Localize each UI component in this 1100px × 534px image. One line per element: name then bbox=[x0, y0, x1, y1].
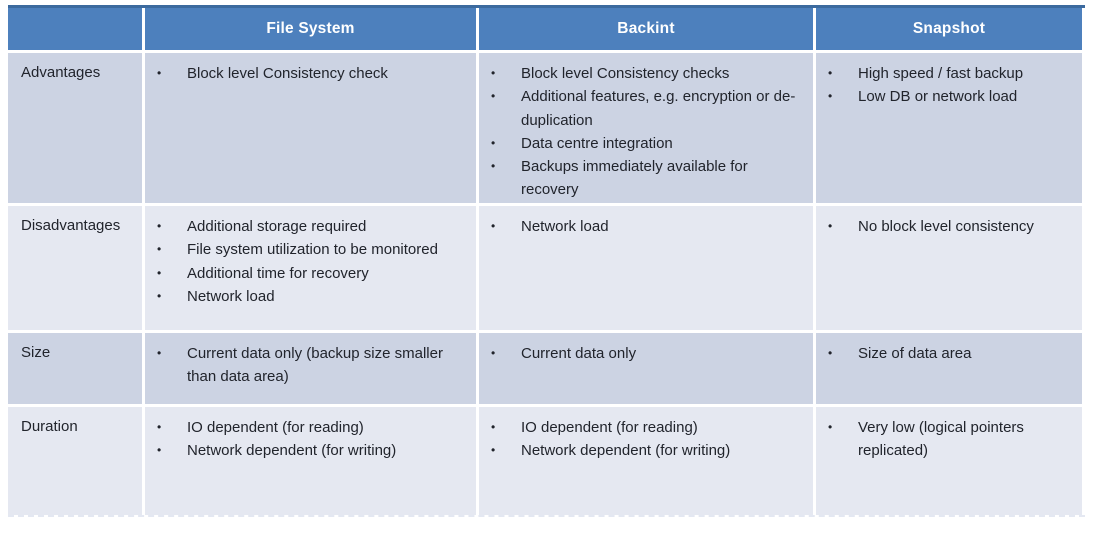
bullet-list: • IO dependent (for reading) • Network depe… bbox=[488, 416, 803, 463]
corner-header-cell bbox=[8, 8, 142, 50]
bullet-item: • Additional storage required bbox=[154, 215, 466, 238]
bullet-text: Size of data area bbox=[858, 345, 972, 362]
bullet-item: • Current data only (backup size smaller … bbox=[154, 342, 466, 389]
bullet-text: Network dependent (for writing) bbox=[521, 442, 731, 460]
bullet-glyph: • bbox=[157, 265, 162, 280]
bullet-glyph: • bbox=[828, 219, 833, 233]
bullet-text: Block level Consistency check bbox=[187, 65, 388, 82]
bullet-text: Network dependent (for writing) bbox=[187, 442, 397, 460]
bullet-text: IO dependent (for reading) bbox=[521, 419, 698, 436]
bullet-glyph: • bbox=[157, 443, 162, 458]
bullet-glyph: • bbox=[828, 89, 833, 104]
cell-disadvantages-backint: • Network load bbox=[479, 206, 813, 330]
row-label-disadvantages: Disadvantages bbox=[8, 206, 142, 330]
bullet-text: IO dependent (for reading) bbox=[187, 419, 364, 436]
bullet-text: Additional storage required bbox=[187, 218, 367, 235]
bullet-item: • Additional features, e.g. encryption or… bbox=[488, 85, 803, 132]
bullet-item: • No block level consistency bbox=[825, 215, 1072, 238]
bullet-text: Network load bbox=[521, 218, 609, 235]
bullet-glyph: • bbox=[491, 89, 496, 104]
bullet-list: • Block level Consistency check bbox=[154, 62, 466, 85]
column-header-backint: Backint bbox=[479, 8, 813, 50]
bullet-item: • File system utilization to be monitored bbox=[154, 238, 466, 261]
bullet-list: • Network load bbox=[488, 215, 803, 238]
bullet-glyph: • bbox=[157, 346, 162, 360]
bullet-text: No block level consistency bbox=[858, 218, 1034, 235]
bullet-list: • Block level Consistency checks • Addition… bbox=[488, 62, 803, 202]
cell-size-file-system: • Current data only (backup size smaller … bbox=[145, 333, 476, 404]
bullet-item: • Data centre integration bbox=[488, 132, 803, 155]
bullet-glyph: • bbox=[491, 219, 496, 233]
bullet-item: • Current data only bbox=[488, 342, 803, 365]
bullet-text: High speed / fast backup bbox=[858, 65, 1024, 82]
bullet-item: • Block level Consistency checks bbox=[488, 62, 803, 85]
bullet-item: • IO dependent (for reading) bbox=[488, 416, 803, 439]
cell-duration-snapshot: • Very low (logical pointers replicated) bbox=[816, 407, 1082, 515]
bullet-glyph: • bbox=[491, 66, 496, 80]
bullet-glyph: • bbox=[157, 288, 162, 303]
bullet-glyph: • bbox=[157, 219, 162, 233]
cell-duration-backint: • IO dependent (for reading) • Network depe… bbox=[479, 407, 813, 515]
bullet-list: • Size of data area bbox=[825, 342, 1072, 365]
bullet-glyph: • bbox=[157, 420, 162, 434]
bullet-list: • IO dependent (for reading) • Network depe… bbox=[154, 416, 466, 463]
bullet-item: • Size of data area bbox=[825, 342, 1072, 365]
bullet-text: Backups immediately available for recove… bbox=[521, 158, 748, 199]
bullet-text: Current data only (backup size smaller t… bbox=[187, 345, 443, 386]
bullet-item: • Network dependent (for writing) bbox=[154, 439, 466, 462]
cell-advantages-file-system: • Block level Consistency check bbox=[145, 53, 476, 203]
bullet-glyph: • bbox=[491, 420, 496, 434]
column-header-snapshot: Snapshot bbox=[816, 8, 1082, 50]
cell-disadvantages-snapshot: • No block level consistency bbox=[816, 206, 1082, 330]
column-header-label: Snapshot bbox=[912, 20, 986, 37]
bullet-list: • High speed / fast backup • Low DB or netw… bbox=[825, 62, 1072, 109]
bullet-text: Block level Consistency checks bbox=[521, 65, 730, 82]
bullet-item: • Backups immediately available for recov… bbox=[488, 155, 803, 202]
bullet-text: Additional time for recovery bbox=[187, 264, 369, 282]
bullet-text: Very low (logical pointers replicated) bbox=[858, 419, 1024, 460]
bullet-glyph: • bbox=[491, 443, 496, 458]
bullet-text: Additional features, e.g. encryption or … bbox=[521, 88, 796, 129]
bullet-glyph: • bbox=[491, 346, 496, 360]
bullet-item: • High speed / fast backup bbox=[825, 62, 1072, 85]
bullet-list: • Current data only (backup size smaller … bbox=[154, 342, 466, 389]
bullet-glyph: • bbox=[828, 420, 833, 434]
column-header-label: Backint bbox=[617, 20, 675, 37]
bullet-glyph: • bbox=[491, 135, 496, 150]
bullet-text: File system utilization to be monitored bbox=[187, 241, 438, 259]
bullet-text: Low DB or network load bbox=[858, 88, 1018, 106]
bullet-glyph: • bbox=[828, 346, 833, 360]
cell-advantages-backint: • Block level Consistency checks • Addition… bbox=[479, 53, 813, 203]
bullet-item: • Network load bbox=[154, 285, 466, 308]
row-label-size: Size bbox=[8, 333, 142, 404]
bullet-glyph: • bbox=[157, 242, 162, 257]
column-header-label: File System bbox=[266, 20, 355, 37]
bullet-item: • Very low (logical pointers replicated) bbox=[825, 416, 1072, 463]
bullet-list: • No block level consistency bbox=[825, 215, 1072, 238]
bullet-text: Network load bbox=[187, 287, 275, 305]
bullet-item: • Block level Consistency check bbox=[154, 62, 466, 85]
bullet-item: • Additional time for recovery bbox=[154, 262, 466, 285]
bullet-item: • Network dependent (for writing) bbox=[488, 439, 803, 462]
bullet-item: • Low DB or network load bbox=[825, 85, 1072, 108]
cell-size-backint: • Current data only bbox=[479, 333, 813, 404]
bullet-glyph: • bbox=[828, 66, 833, 80]
bullet-list: • Very low (logical pointers replicated) bbox=[825, 416, 1072, 463]
cell-size-snapshot: • Size of data area bbox=[816, 333, 1082, 404]
column-header-file-system: File System bbox=[145, 8, 476, 50]
bullet-text: Current data only bbox=[521, 345, 637, 362]
bullet-glyph: • bbox=[157, 66, 162, 80]
bullet-glyph: • bbox=[491, 159, 496, 173]
row-label-advantages: Advantages bbox=[8, 53, 142, 203]
bullet-item: • IO dependent (for reading) bbox=[154, 416, 466, 439]
cell-duration-file-system: • IO dependent (for reading) • Network depe… bbox=[145, 407, 476, 515]
bullet-text: Data centre integration bbox=[521, 134, 673, 152]
cell-advantages-snapshot: • High speed / fast backup • Low DB or netw… bbox=[816, 53, 1082, 203]
bullet-item: • Network load bbox=[488, 215, 803, 238]
row-label-duration: Duration bbox=[8, 407, 142, 515]
bullet-list: • Additional storage required • File system… bbox=[154, 215, 466, 308]
cell-disadvantages-file-system: • Additional storage required • File system… bbox=[145, 206, 476, 330]
bullet-list: • Current data only bbox=[488, 342, 803, 365]
